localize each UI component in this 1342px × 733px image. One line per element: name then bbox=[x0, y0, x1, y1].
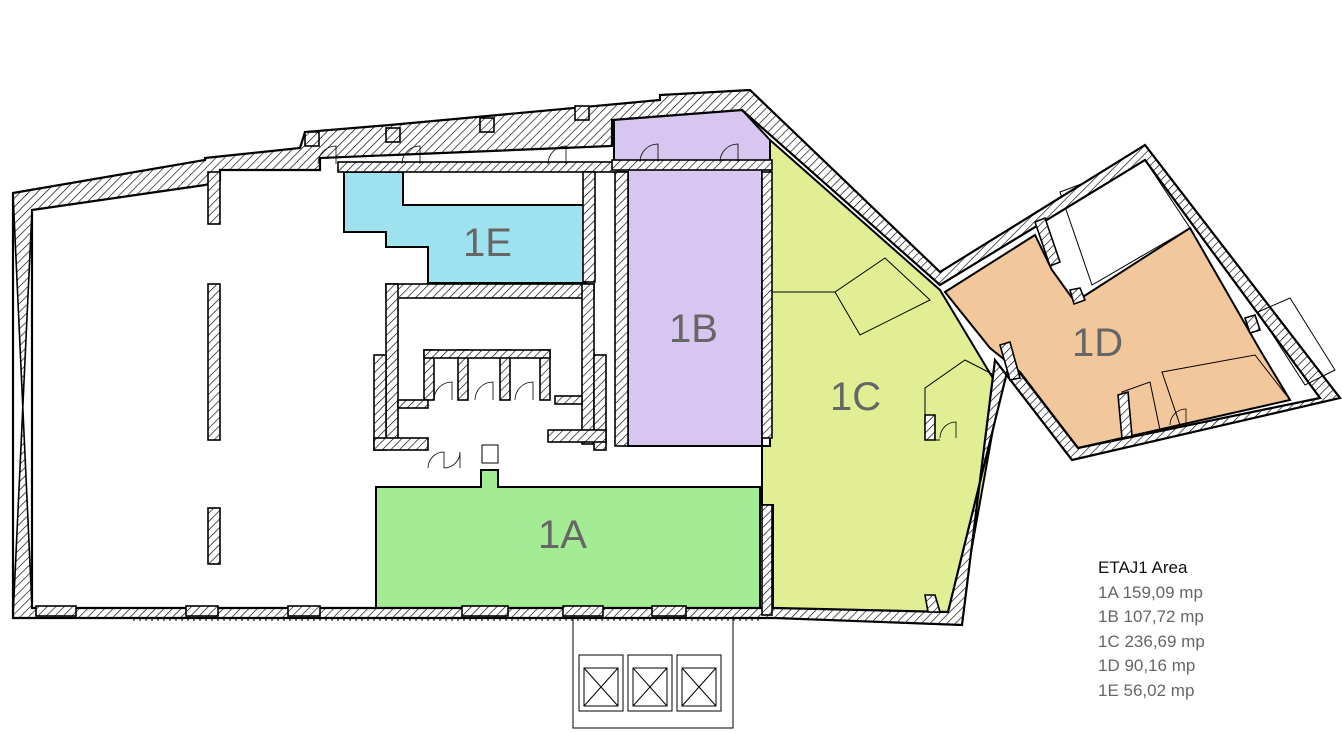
entrance-block bbox=[133, 617, 760, 729]
zone-label-1c: 1C bbox=[830, 375, 881, 419]
legend-title: ETAJ1 Area bbox=[1098, 558, 1188, 577]
zone-1e-area bbox=[343, 171, 587, 284]
legend-row-1d: 1D 90,16 mp bbox=[1098, 656, 1196, 675]
zone-1c-area bbox=[761, 137, 1002, 615]
door-swings bbox=[317, 143, 1187, 469]
legend-row-1c: 1C 236,69 mp bbox=[1098, 631, 1205, 651]
balcony bbox=[1257, 297, 1336, 386]
zone-label-1d: 1D bbox=[1072, 321, 1123, 365]
legend-row-1e: 1E 56,02 mp bbox=[1098, 680, 1195, 700]
interior-walls bbox=[207, 159, 1262, 616]
legend-row-1b: 1B 107,72 mp bbox=[1098, 607, 1204, 626]
zone-label-1e: 1E bbox=[463, 221, 512, 265]
zone-label-1b: 1B bbox=[669, 307, 718, 351]
zone-label-1a: 1A bbox=[538, 513, 587, 557]
area-legend: ETAJ1 Area 1A 159,09 mp 1B 107,72 mp 1C … bbox=[1098, 556, 1205, 703]
legend-row-1a: 1A 159,09 mp bbox=[1098, 582, 1203, 602]
window-sills bbox=[35, 105, 687, 617]
